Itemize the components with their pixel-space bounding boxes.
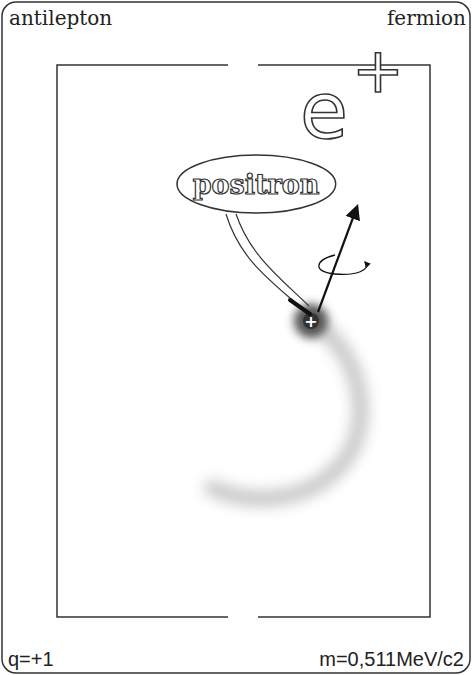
symbol-sign: +	[352, 40, 404, 102]
particle-core	[303, 313, 319, 329]
charge-sign: +	[304, 314, 317, 330]
callout-bubble: positron	[176, 154, 337, 214]
inner-frame	[57, 65, 430, 617]
callout-text: positron	[193, 171, 320, 198]
spin-ellipse	[319, 255, 367, 274]
card-category: antilepton	[9, 8, 112, 28]
card-category: fermion	[387, 8, 466, 28]
callout-leader	[236, 214, 309, 306]
symbol-letter: e	[300, 72, 348, 150]
particle-glow	[294, 304, 328, 338]
bubble-ellipse	[177, 155, 336, 213]
particle-trail	[212, 322, 360, 498]
leader-tip	[290, 300, 310, 314]
callout-leader	[226, 214, 306, 312]
mass-value: m=0,511MeV/c2	[319, 649, 464, 669]
charge-value: q=+1	[8, 649, 54, 669]
